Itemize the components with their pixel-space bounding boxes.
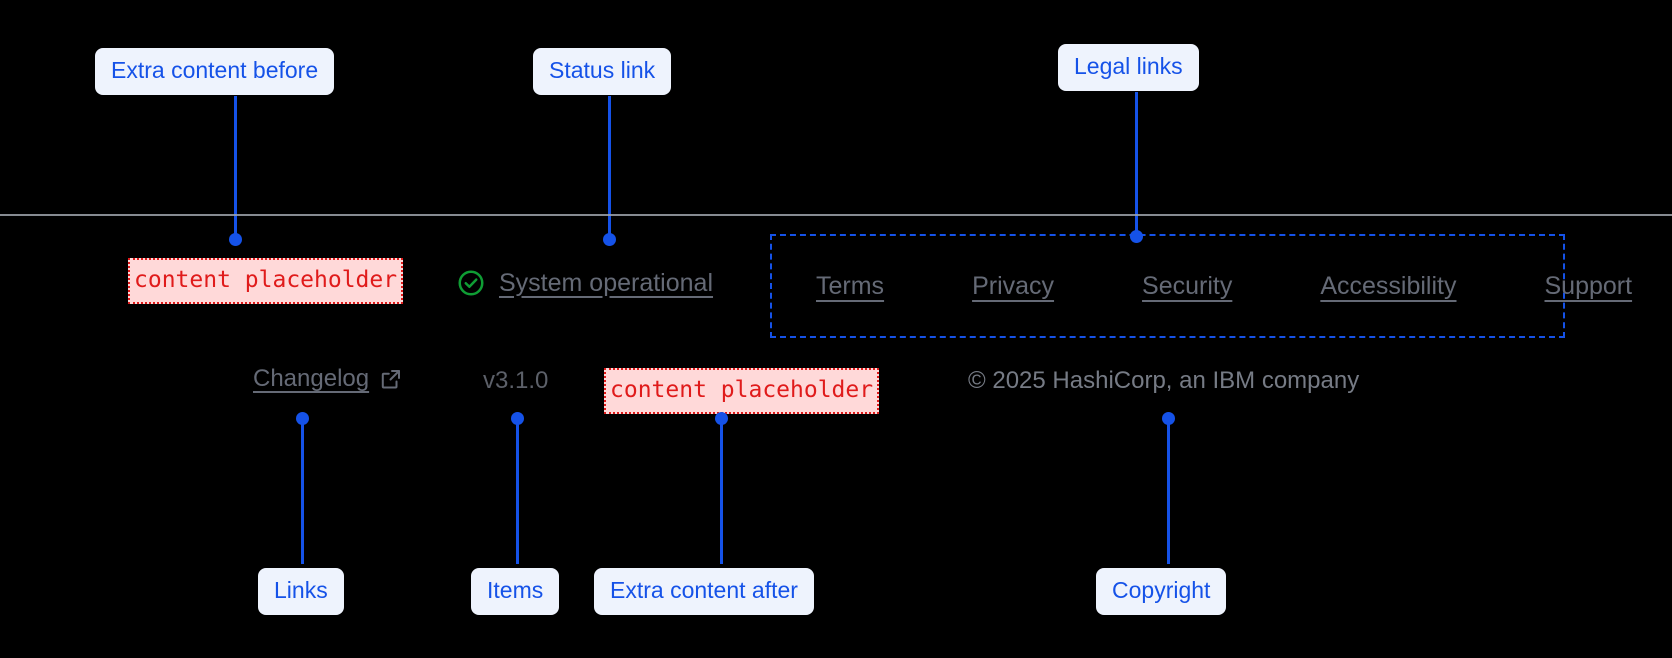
legal-links-group: Terms Privacy Security Accessibility Sup… [770,234,1632,338]
footer-top-row: content placeholder [128,258,404,304]
extra-content-before-placeholder: content placeholder [128,258,404,304]
callout-status-link: Status link [533,48,672,95]
copyright-text: © 2025 HashiCorp, an IBM company [968,367,1360,394]
legal-link-privacy[interactable]: Privacy [972,271,1055,300]
extra-content-after-placeholder: content placeholder [604,368,880,414]
connector-extra-content-after [720,418,723,564]
status-link-label: System operational [499,268,714,297]
connector-items [516,418,519,564]
legal-link-security[interactable]: Security [1142,271,1233,300]
status-link[interactable]: System operational [456,268,713,298]
connector-links [301,418,304,564]
legal-link-terms[interactable]: Terms [816,271,885,300]
callout-extra-content-before: Extra content before [95,48,335,95]
changelog-label: Changelog [253,365,370,392]
callout-legal-links: Legal links [1058,44,1199,91]
connector-extra-content-before [234,96,237,240]
changelog-link[interactable]: Changelog [253,365,403,393]
legal-link-support[interactable]: Support [1544,271,1633,300]
check-circle-icon [456,268,486,298]
connector-status-link [608,96,611,240]
connector-copyright [1167,418,1170,564]
extra-content-after-placeholder-wrap: content placeholder [604,368,880,414]
legal-link-accessibility[interactable]: Accessibility [1320,271,1457,300]
connector-legal-links [1135,92,1138,240]
connector-dot-extra-content-before [229,233,242,246]
callout-items: Items [471,568,560,615]
callout-copyright: Copyright [1096,568,1227,615]
version-label: v3.1.0 [483,367,549,394]
external-link-icon [379,367,403,391]
callout-extra-content-after: Extra content after [594,568,814,615]
connector-dot-legal-links [1130,230,1143,243]
footer-divider [0,214,1672,216]
connector-dot-status-link [603,233,616,246]
callout-links: Links [258,568,344,615]
